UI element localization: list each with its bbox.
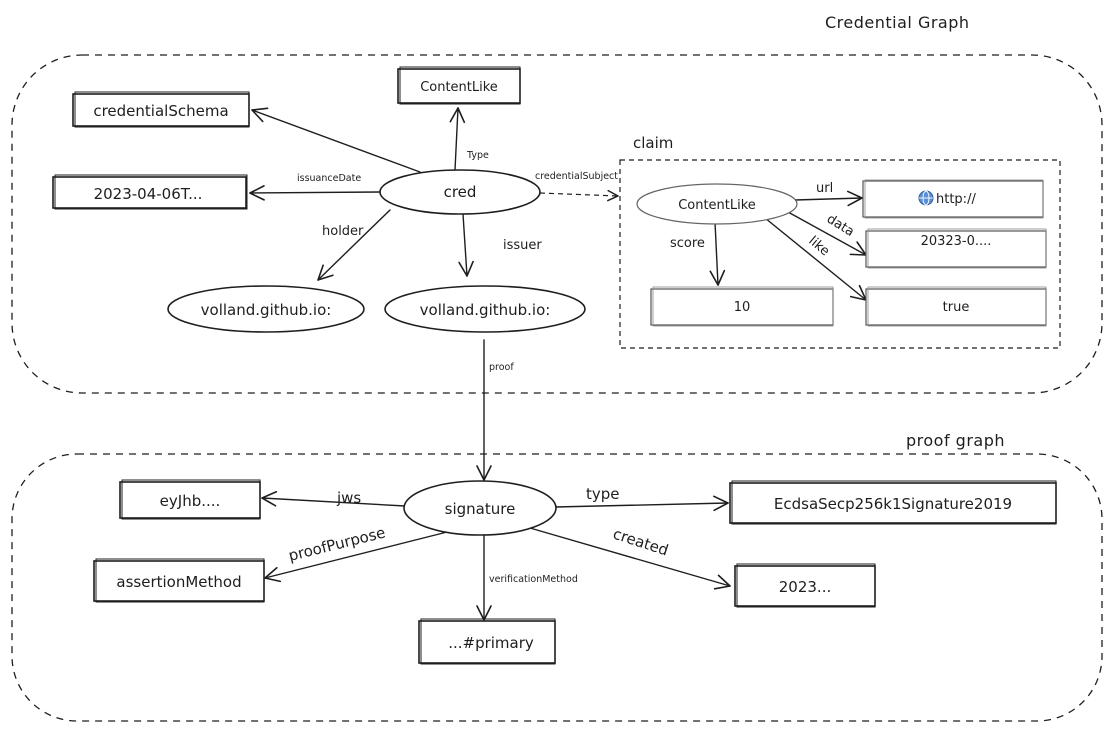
credential-graph-title: Credential Graph [825, 13, 970, 32]
edge-label-like: like [805, 234, 832, 260]
credential-schema-label: credentialSchema [93, 102, 228, 120]
edge-label-jws: jws [336, 489, 361, 507]
holder-node-label: volland.github.io: [201, 301, 332, 319]
edge-proof-purpose [264, 529, 456, 583]
proof-purpose-label: assertionMethod [116, 573, 241, 591]
edge-label-issuer: issuer [503, 238, 542, 253]
type-content-like-label: ContentLike [420, 80, 498, 95]
data-label: 20323-0.... [921, 234, 992, 249]
verification-method-box-sketch [420, 618, 556, 665]
score-box-sketch [652, 286, 834, 327]
like-label: true [943, 300, 970, 315]
edge-label-verification-method: verificationMethod [489, 574, 578, 585]
content-like-node[interactable] [636, 183, 798, 225]
holder-node[interactable] [167, 285, 365, 333]
verification-method-box[interactable] [418, 620, 556, 664]
edge-issuance-date [249, 185, 381, 201]
edge-jws [261, 490, 406, 507]
credential-graph-boundary [11, 54, 1103, 394]
url-box-sketch [864, 179, 1044, 219]
created-box[interactable] [734, 565, 876, 607]
verification-method-label: ...#primary [448, 634, 534, 652]
type-content-like-box[interactable] [397, 68, 521, 104]
edge-score [709, 221, 726, 286]
cred-node[interactable] [379, 169, 541, 215]
edge-label-credential-subject: credentialSubject [535, 171, 618, 182]
edge-label-score: score [670, 236, 705, 251]
edge-label-issuance-date: issuanceDate [297, 173, 361, 184]
cred-node-label: cred [444, 183, 477, 201]
edge-credential-schema [251, 107, 421, 173]
claim-boundary [619, 159, 1061, 349]
issuer-node-label: volland.github.io: [420, 301, 551, 319]
content-like-node-label: ContentLike [678, 198, 756, 213]
like-box-sketch [867, 286, 1047, 327]
proof-purpose-box[interactable] [93, 560, 265, 602]
edge-credential-subject [539, 189, 619, 202]
credential-schema-box-sketch [74, 91, 250, 128]
edge-url [794, 190, 863, 207]
edge-label-holder: holder [322, 224, 364, 239]
edge-type-proof [554, 495, 729, 512]
data-box-sketch [867, 228, 1047, 269]
jws-label: eyJhb.... [160, 492, 221, 510]
edge-created [529, 527, 731, 590]
created-box-sketch [736, 563, 876, 608]
edge-label-type: Type [466, 150, 489, 161]
data-box[interactable] [865, 230, 1047, 268]
edge-type [449, 107, 466, 171]
edge-label-url: url [816, 181, 833, 196]
proof-graph-boundary [11, 453, 1103, 722]
edge-label-type-proof: type [586, 485, 620, 503]
edge-data [787, 211, 867, 256]
score-label: 10 [734, 300, 751, 315]
credential-schema-box[interactable] [72, 93, 250, 127]
issuance-date-box[interactable] [52, 176, 247, 209]
signature-type-label: EcdsaSecp256k1Signature2019 [774, 495, 1012, 513]
url-label: http:// [936, 192, 976, 207]
issuer-node[interactable] [384, 285, 586, 333]
proof-graph-title: proof graph [906, 431, 1005, 450]
signature-type-box[interactable] [729, 482, 1057, 524]
url-box[interactable] [862, 180, 1044, 218]
edge-holder [317, 209, 391, 281]
globe-icon [918, 190, 934, 206]
created-label: 2023... [779, 578, 831, 596]
proof-purpose-box-sketch [95, 558, 265, 603]
type-content-like-box-sketch [399, 66, 521, 105]
edge-issuer [458, 213, 474, 277]
edge-like [764, 217, 867, 301]
claim-title: claim [633, 134, 673, 152]
like-box[interactable] [865, 288, 1047, 326]
issuance-date-box-sketch [54, 174, 248, 210]
score-box[interactable] [650, 288, 834, 326]
signature-node-label: signature [445, 500, 516, 518]
jws-box[interactable] [119, 481, 261, 519]
edge-label-proof-purpose: proofPurpose [287, 523, 388, 564]
edge-label-data: data [824, 212, 857, 240]
edge-label-proof: proof [489, 362, 514, 373]
signature-node[interactable] [403, 480, 557, 536]
signature-type-box-sketch [731, 480, 1057, 525]
issuance-date-label: 2023-04-06T... [94, 185, 203, 203]
jws-box-sketch [121, 479, 261, 520]
